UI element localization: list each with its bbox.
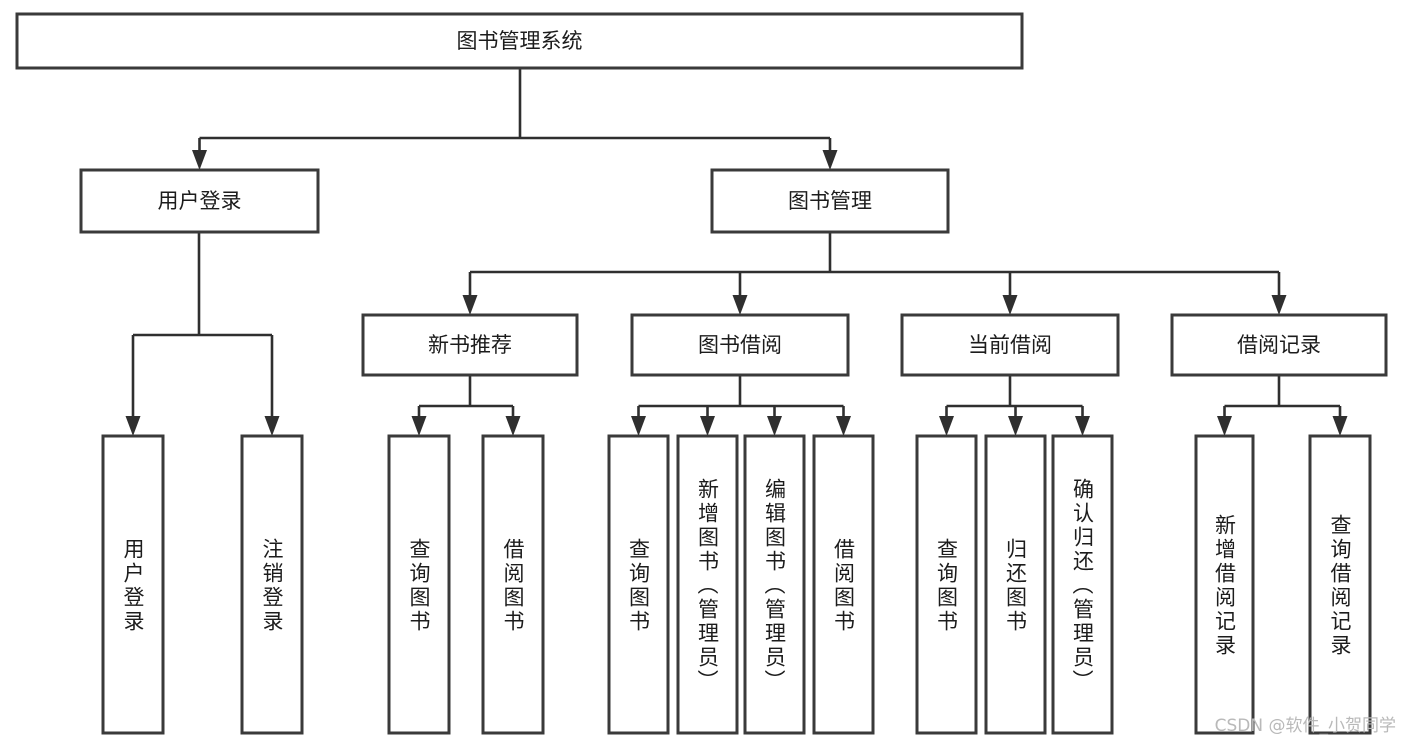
watermark-label: CSDN @软件_小贺同学 [1215,716,1396,736]
node-user-login[interactable]: 用户登录 [79,168,320,234]
node-label: 图书管理系统 [457,29,583,53]
conn-userlogin-to-leaves [125,232,280,436]
node-leaf-add-record[interactable]: 新增借阅记录 [1194,434,1255,735]
node-box[interactable] [630,313,850,377]
node-label: 新书推荐 [428,333,512,357]
node-root-图书管理系统[interactable]: 图书管理系统 [15,12,1024,70]
node-label: 借阅记录 [1237,333,1321,357]
arrow-head-icon [732,295,748,315]
node-new-book-rec[interactable]: 新书推荐 [361,313,579,377]
arrow-head-icon [192,150,207,170]
node-leaf-edit-book[interactable]: 编辑图书（管理员） [743,434,806,735]
node-label: 注销登录 [263,538,284,634]
node-box[interactable] [743,434,806,735]
node-current-borrow[interactable]: 当前借阅 [900,313,1120,377]
node-label: 编辑图书（管理员） [765,478,787,694]
node-label: 查询图书 [937,538,958,634]
node-label: 确认归还（管理员） [1073,478,1095,694]
node-box[interactable] [607,434,670,735]
arrow-head-icon [411,416,427,436]
arrow-head-icon [264,416,280,436]
node-label: 新增图书（管理员） [698,478,720,694]
node-label: 当前借阅 [968,333,1052,357]
conn-bookmanage-to-level3 [462,232,1287,315]
node-leaf-borrow-book[interactable]: 借阅图书 [812,434,875,735]
arrow-head-icon [1271,295,1287,315]
node-box[interactable] [1170,313,1388,377]
node-label: 新增借阅记录 [1215,514,1236,658]
node-box[interactable] [15,12,1024,70]
arrow-head-icon [822,150,838,170]
node-leaf-query-record[interactable]: 查询借阅记录 [1308,434,1372,735]
node-leaf-return-book[interactable]: 归还图书 [984,434,1047,735]
node-leaf-user-login[interactable]: 用户登录 [101,434,165,735]
node-leaf-user-logout[interactable]: 注销登录 [240,434,304,735]
node-book-borrow[interactable]: 图书借阅 [630,313,850,377]
node-box[interactable] [361,313,579,377]
node-box[interactable] [79,168,320,234]
node-box[interactable] [1194,434,1255,735]
arrow-head-icon [1332,416,1348,436]
connector-layer [125,68,1348,436]
node-book-manage[interactable]: 图书管理 [710,168,950,234]
arrow-head-icon [836,416,851,436]
node-leaf-add-book[interactable]: 新增图书（管理员） [676,434,739,735]
arrow-head-icon [505,416,521,436]
node-box[interactable] [1308,434,1372,735]
node-box[interactable] [984,434,1047,735]
node-leaf-query-book-current[interactable]: 查询图书 [915,434,978,735]
node-box[interactable] [915,434,978,735]
node-label: 借阅图书 [504,538,525,634]
node-label: 图书管理 [788,189,872,213]
node-label: 借阅图书 [834,538,855,634]
arrow-head-icon [767,416,782,436]
arrow-head-icon [1008,416,1023,436]
node-label: 用户登录 [158,189,242,213]
node-label: 查询图书 [629,538,650,634]
node-box[interactable] [481,434,545,735]
node-box[interactable] [812,434,875,735]
node-box[interactable] [101,434,165,735]
node-box[interactable] [240,434,304,735]
arrow-head-icon [631,416,646,436]
conn-current-to-leaves [939,375,1090,436]
arrow-head-icon [700,416,715,436]
conn-record-to-leaves [1217,375,1348,436]
node-box[interactable] [710,168,950,234]
arrow-head-icon [125,416,141,436]
arrow-head-icon [462,295,478,315]
node-label: 查询图书 [410,538,431,634]
node-label: 查询借阅记录 [1331,514,1352,658]
node-layer: 图书管理系统用户登录图书管理新书推荐图书借阅当前借阅借阅记录用户登录注销登录查询… [15,12,1388,735]
arrow-head-icon [1075,416,1090,436]
node-leaf-query-book-borrow[interactable]: 查询图书 [607,434,670,735]
node-leaf-borrow-book-rec[interactable]: 借阅图书 [481,434,545,735]
node-label: 图书借阅 [698,333,782,357]
node-leaf-query-book-rec[interactable]: 查询图书 [387,434,451,735]
conn-borrow-to-leaves [631,375,851,436]
node-box[interactable] [676,434,739,735]
node-label: 归还图书 [1006,538,1027,634]
arrow-head-icon [1217,416,1232,436]
node-box[interactable] [900,313,1120,377]
node-box[interactable] [1051,434,1114,735]
node-box[interactable] [387,434,451,735]
conn-newbook-to-leaves [411,375,521,436]
conn-root-to-level2 [192,68,838,170]
node-borrow-record[interactable]: 借阅记录 [1170,313,1388,377]
arrow-head-icon [1002,295,1018,315]
node-label: 用户登录 [124,538,145,634]
node-leaf-confirm-return[interactable]: 确认归还（管理员） [1051,434,1114,735]
arrow-head-icon [939,416,954,436]
